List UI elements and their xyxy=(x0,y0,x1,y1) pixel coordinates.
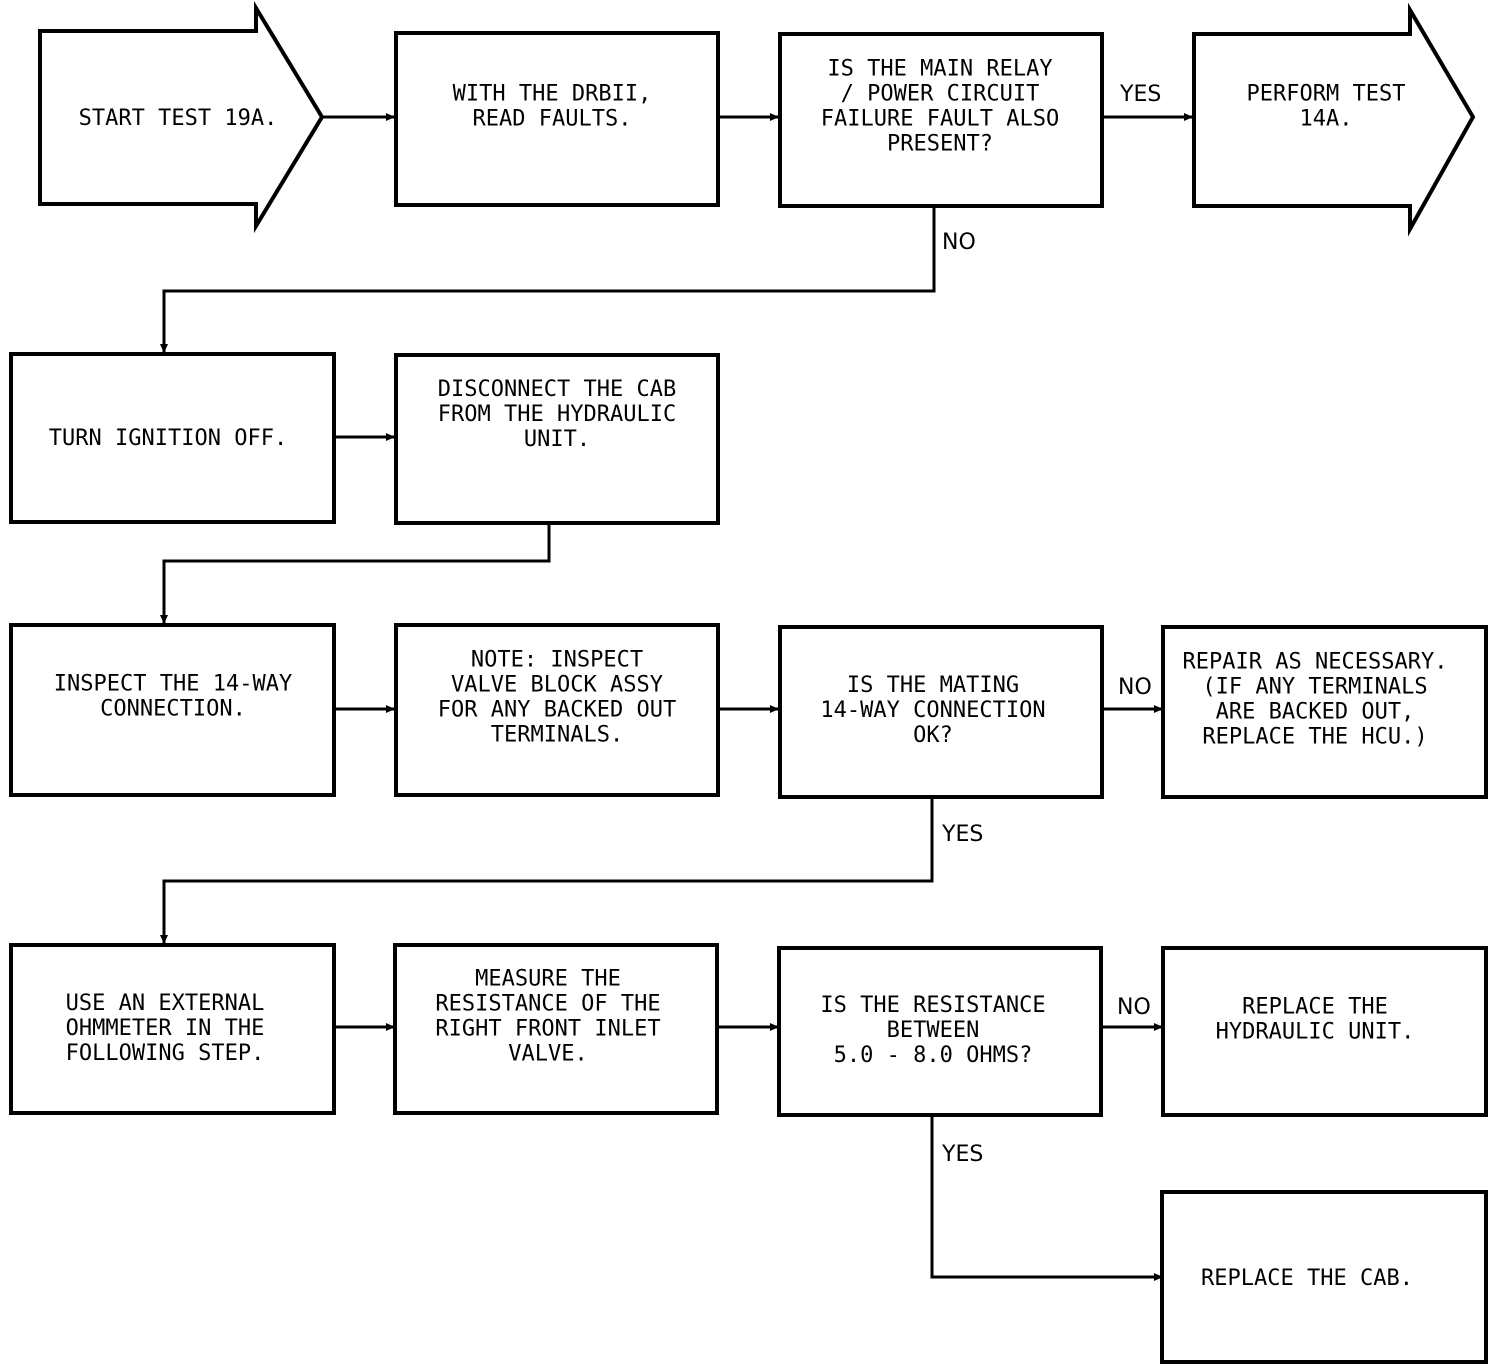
read-faults-label: WITH THE DRBII,READ FAULTS. xyxy=(453,82,652,132)
node-text-line: WITH THE DRBII, xyxy=(453,82,652,107)
disconnect-cab-box xyxy=(394,353,720,525)
node-text-line: MEASURE THE xyxy=(475,967,621,992)
node-text-line: IS THE MATING xyxy=(847,673,1019,698)
node-text-line: NOTE: INSPECT xyxy=(471,648,643,673)
node-text-line: FROM THE HYDRAULIC xyxy=(438,402,676,427)
node-ignition-off: TURN IGNITION OFF. xyxy=(9,352,336,524)
read-faults-box xyxy=(394,31,720,207)
node-text-line: PRESENT? xyxy=(887,132,993,157)
perform-14a-arrow-shape xyxy=(1192,2,1476,237)
connector-relay-no xyxy=(160,207,936,353)
edge-label-mating-no: NO xyxy=(1118,675,1152,700)
node-read-faults: WITH THE DRBII,READ FAULTS. xyxy=(394,31,720,207)
note-inspect-box xyxy=(394,623,720,797)
node-text-line: IS THE RESISTANCE xyxy=(820,993,1045,1018)
edge-label-resistance-no: NO xyxy=(1117,995,1151,1020)
node-text-line: UNIT. xyxy=(524,427,590,452)
repair-box xyxy=(1161,625,1488,799)
edge-label-relay-no: NO xyxy=(942,230,976,255)
node-replace-cab: REPLACE THE CAB. xyxy=(1160,1190,1488,1364)
inspect-14way-box xyxy=(9,623,336,797)
ignition-off-box xyxy=(9,352,336,524)
node-text-line: FAILURE FAULT ALSO xyxy=(821,107,1059,132)
node-text-line: REPLACE THE HCU.) xyxy=(1202,725,1427,750)
node-text-line: OK? xyxy=(913,723,953,748)
node-text-line: USE AN EXTERNAL xyxy=(66,991,265,1016)
relay-question-box xyxy=(778,32,1104,208)
node-text-line: INSPECT THE 14-WAY xyxy=(54,672,292,697)
node-text-line: RESISTANCE OF THE xyxy=(435,992,660,1017)
node-text-line: FOLLOWING STEP. xyxy=(66,1041,265,1066)
connector-disconnect-to-inspect xyxy=(160,523,551,624)
node-text-line: IS THE MAIN RELAY xyxy=(827,57,1052,82)
measure-box xyxy=(393,943,719,1115)
replace-cab-label: REPLACE THE CAB. xyxy=(1201,1266,1413,1291)
edge-label-mating-yes: YES xyxy=(941,822,983,847)
connector-mating-yes xyxy=(160,797,934,944)
ignition-off-label: TURN IGNITION OFF. xyxy=(49,426,287,451)
node-text-line: / POWER CIRCUIT xyxy=(841,82,1040,107)
node-text-line: VALVE BLOCK ASSY xyxy=(451,673,663,698)
replace-cab-box xyxy=(1160,1190,1488,1364)
node-text-line: OHMMETER IN THE xyxy=(66,1016,265,1041)
node-text-line: REPAIR AS NECESSARY. xyxy=(1183,650,1448,675)
node-text-line: REPLACE THE CAB. xyxy=(1201,1266,1413,1291)
edge-labels: YES NO NO YES NO YES xyxy=(941,82,1161,1167)
node-text-line: VALVE. xyxy=(508,1042,587,1067)
connectors xyxy=(160,113,1193,1281)
node-text-line: REPLACE THE xyxy=(1242,995,1388,1020)
mating-question-box xyxy=(778,625,1104,799)
node-text-line: ARE BACKED OUT, xyxy=(1216,700,1415,725)
node-text-line: TERMINALS. xyxy=(491,723,623,748)
edge-label-relay-yes: YES xyxy=(1119,82,1161,107)
node-text-line: READ FAULTS. xyxy=(473,107,632,132)
replace-hydraulic-box xyxy=(1161,946,1488,1117)
start-arrow-shape xyxy=(38,0,325,234)
node-text-line: 14A. xyxy=(1300,107,1353,132)
node-text-line: 14-WAY CONNECTION xyxy=(820,698,1045,723)
connector-resistance-yes xyxy=(930,1116,1163,1281)
node-text-line: BETWEEN xyxy=(887,1018,980,1043)
node-start: START TEST 19A. xyxy=(38,0,325,234)
node-text-line: TURN IGNITION OFF. xyxy=(49,426,287,451)
node-text-line: PERFORM TEST xyxy=(1247,82,1406,107)
node-text-line: HYDRAULIC UNIT. xyxy=(1216,1020,1415,1045)
resistance-question-box xyxy=(777,946,1103,1117)
node-text-line: START TEST 19A. xyxy=(79,106,278,131)
node-text-line: (IF ANY TERMINALS xyxy=(1202,675,1427,700)
node-text-line: RIGHT FRONT INLET xyxy=(435,1017,660,1042)
node-text-line: FOR ANY BACKED OUT xyxy=(438,698,676,723)
node-text-line: DISCONNECT THE CAB xyxy=(438,377,676,402)
external-ohmmeter-box xyxy=(9,943,336,1115)
node-text-line: CONNECTION. xyxy=(100,697,246,722)
node-text-line: 5.0 - 8.0 OHMS? xyxy=(834,1043,1033,1068)
start-label: START TEST 19A. xyxy=(79,106,278,131)
edge-label-resistance-yes: YES xyxy=(941,1142,983,1167)
